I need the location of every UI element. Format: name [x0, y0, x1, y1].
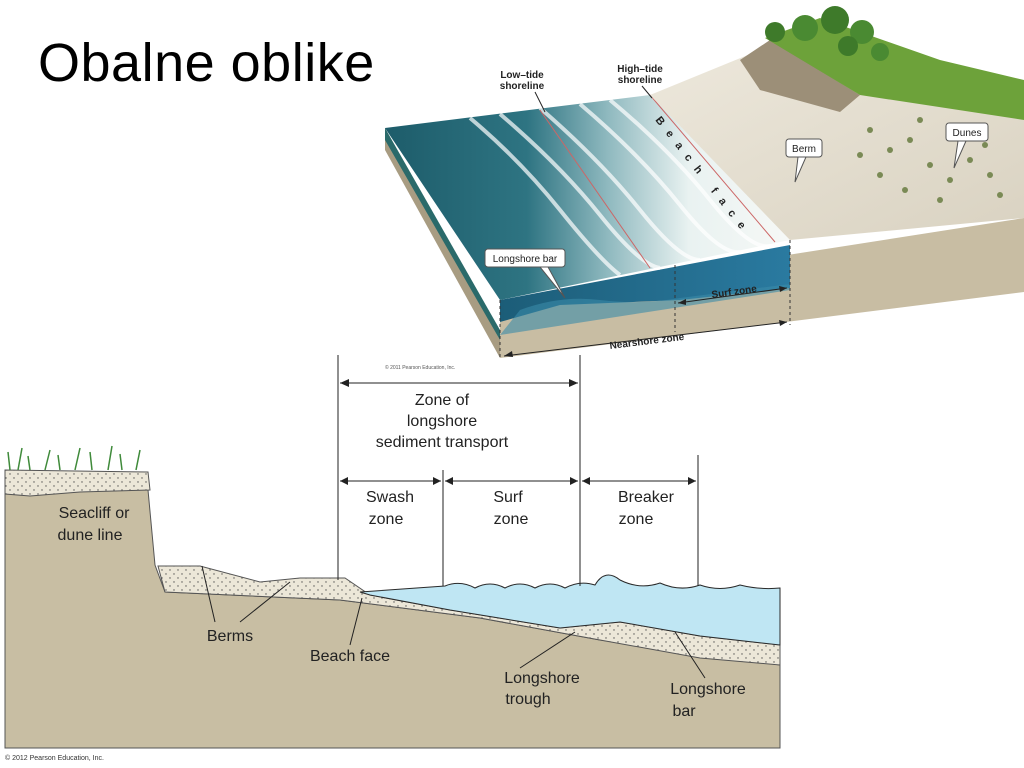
coastal-block-diagram: Low–tide shoreline High–tide shoreline B… [385, 6, 1024, 371]
low-tide-label-line2: shoreline [500, 81, 545, 92]
dunes-pointer [953, 140, 967, 169]
surf-zone-arrowhead-left [678, 299, 686, 305]
breaker-arrow-left [582, 477, 590, 485]
surf-zone-arrow [677, 287, 788, 304]
cliff-topsoil [4, 469, 151, 497]
block-left-water [385, 128, 500, 340]
transport-zone-line2: longshore [407, 413, 477, 430]
high-tide-label-line1: High–tide [617, 64, 663, 75]
sand-layer [157, 565, 781, 666]
berm-pointer [794, 156, 807, 183]
dunes-callout-box [945, 122, 989, 142]
transport-zone-line1: Zone of [415, 392, 470, 409]
longshore-bar-label: Longshore bar [493, 254, 558, 265]
surf-arrow-right [570, 477, 578, 485]
surf-zone-line1: Surf [493, 489, 523, 506]
swash-arrow-left [340, 477, 348, 485]
wave-crests [468, 98, 771, 277]
low-tide-label-line1: Low–tide [500, 70, 544, 81]
grass-tufts [7, 445, 141, 471]
breaker-zone-line2: zone [619, 511, 654, 528]
breaker-zone-line1: Breaker [618, 489, 675, 506]
label-pointers [201, 565, 706, 679]
longshore-trough-line1: Longshore [504, 670, 580, 687]
nearshore-zone-arrowhead-right [779, 320, 787, 326]
longshore-bar-line1: Longshore [670, 681, 746, 698]
longshore-bar-profile [500, 284, 790, 335]
seacliff-line1: Seacliff or [59, 505, 131, 522]
high-tide-line [649, 94, 776, 243]
profile-copyright: © 2012 Pearson Education, Inc. [5, 754, 104, 762]
berm-label: Berm [792, 144, 816, 155]
longshore-bar-callout-box [484, 248, 566, 268]
high-tide-pointer [641, 85, 653, 99]
transport-arrow-left [340, 379, 349, 387]
beach-face-label: Beach face [310, 648, 390, 665]
swash-zone-line2: zone [369, 511, 404, 528]
transport-zone-line3: sediment transport [376, 434, 509, 451]
cliff-face [740, 40, 860, 112]
breaker-arrow-right [688, 477, 696, 485]
nearshore-zone-arrowhead-left [504, 351, 513, 357]
bedrock [4, 489, 781, 749]
surf-zone-arrowhead-right [779, 286, 787, 292]
transport-arrow-right [569, 379, 578, 387]
high-tide-label-line2: shoreline [618, 75, 663, 86]
swash-zone-line1: Swash [366, 489, 414, 506]
slide-title: Obalne oblike [38, 33, 375, 93]
low-tide-pointer [534, 91, 546, 113]
longshore-bar-pointer [538, 266, 566, 299]
longshore-trough-line2: trough [505, 691, 550, 708]
cliff-top-grass [765, 18, 1024, 120]
block-copyright: © 2011 Pearson Education, Inc. [385, 364, 455, 371]
nearshore-zone-arrow [503, 321, 788, 357]
sea-water [359, 574, 781, 646]
berms-label: Berms [207, 628, 253, 645]
low-tide-line [539, 109, 651, 269]
zone-guide-lines [499, 240, 791, 358]
swash-arrow-right [433, 477, 441, 485]
seacliff-line2: dune line [58, 527, 123, 544]
surf-zone-line2: zone [494, 511, 529, 528]
dunes-label: Dunes [953, 128, 982, 139]
trees [765, 6, 889, 61]
zone-dividers [337, 355, 699, 586]
surf-arrow-left [445, 477, 453, 485]
longshore-bar-line2: bar [672, 703, 696, 720]
